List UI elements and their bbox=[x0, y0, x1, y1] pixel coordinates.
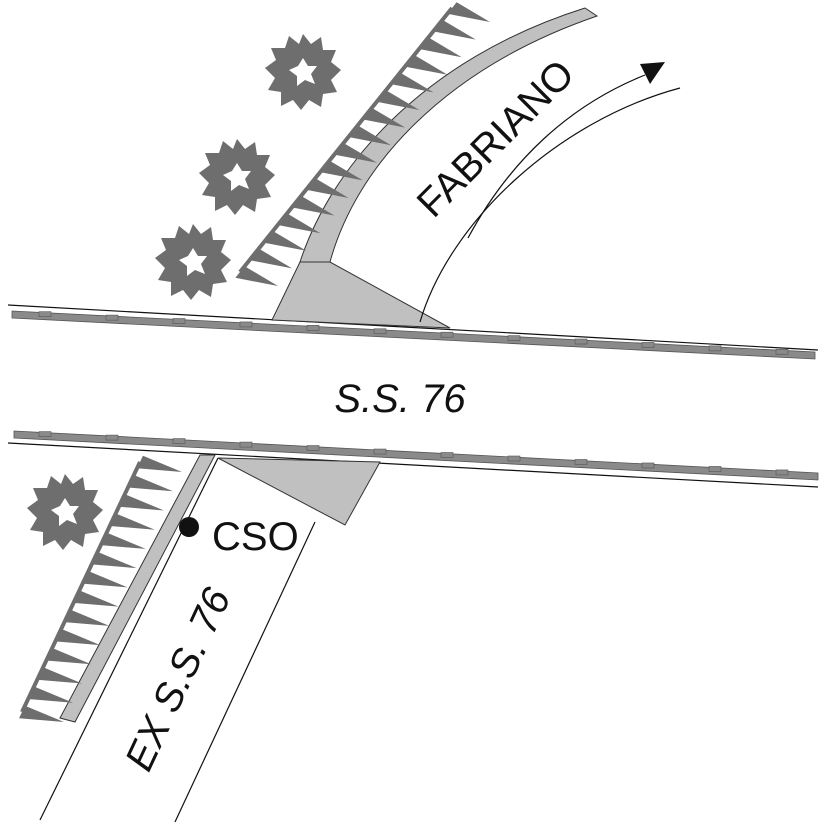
embankment-tick bbox=[37, 667, 83, 684]
embankment-tick bbox=[235, 266, 278, 286]
embankment-tick bbox=[362, 107, 406, 128]
guardrail-post bbox=[239, 321, 253, 328]
embankment-tick bbox=[73, 590, 119, 607]
guardrail-post bbox=[440, 452, 454, 458]
embankment-tick bbox=[109, 513, 155, 530]
embankment-tick bbox=[263, 231, 307, 251]
embankment-tick bbox=[28, 686, 74, 703]
embankment-tick bbox=[19, 705, 64, 722]
upper-guardrail bbox=[11, 310, 816, 360]
guardrail-post bbox=[574, 338, 588, 345]
guardrail-post bbox=[507, 335, 521, 341]
guardrail-post bbox=[708, 466, 722, 472]
main-road-label: S.S. 76 bbox=[334, 377, 466, 421]
tree-icon bbox=[155, 224, 231, 300]
embankment-tick bbox=[55, 628, 101, 646]
guardrail-post bbox=[306, 445, 320, 451]
embankment-tick bbox=[46, 648, 92, 665]
guardrail-post bbox=[775, 348, 789, 355]
guardrail-post bbox=[775, 469, 789, 476]
embankment-lower bbox=[19, 455, 182, 722]
guardrail-post bbox=[239, 441, 253, 448]
guardrail-post bbox=[708, 345, 722, 352]
tree-icon bbox=[27, 474, 103, 550]
guardrail-post bbox=[574, 459, 588, 465]
embankment-tick bbox=[91, 551, 137, 569]
direction-arrow-line bbox=[467, 74, 646, 239]
embankment-tick bbox=[137, 455, 182, 472]
guardrail-post bbox=[373, 328, 387, 335]
embankment-tick bbox=[419, 37, 462, 58]
guardrail-post bbox=[105, 314, 119, 321]
embankment-tick bbox=[82, 571, 128, 588]
embankment-tick bbox=[118, 494, 164, 511]
main-road: S.S. 76 bbox=[7, 304, 819, 488]
old-road-label: EX S.S. 76 bbox=[117, 581, 240, 778]
embankment-tick bbox=[291, 195, 335, 216]
guardrail-post bbox=[172, 438, 186, 444]
embankment-tick bbox=[376, 90, 420, 110]
guardrail-post bbox=[440, 331, 454, 338]
cso-label: CSO bbox=[212, 515, 299, 559]
embankment-tick bbox=[306, 178, 349, 198]
embankment-tick bbox=[249, 248, 293, 269]
guardrail-post bbox=[507, 455, 521, 462]
embankment-tick bbox=[64, 609, 110, 626]
guardrail-post bbox=[373, 448, 387, 455]
embankment-upper bbox=[235, 2, 490, 286]
embankment-tick bbox=[404, 55, 448, 75]
guardrail-post bbox=[38, 311, 52, 317]
embankment-tick bbox=[447, 2, 490, 22]
embankment-tick bbox=[348, 125, 392, 146]
guardrail-post bbox=[38, 431, 52, 437]
guardrail-post bbox=[641, 342, 655, 348]
embankment-tick bbox=[320, 160, 363, 181]
arrow-head-icon bbox=[640, 62, 665, 84]
embankment-tick bbox=[334, 143, 377, 163]
tree-icon bbox=[265, 34, 341, 110]
guardrail-post bbox=[105, 434, 119, 441]
lower-guardrail bbox=[13, 430, 819, 481]
cso-point-icon bbox=[179, 517, 199, 537]
guardrail-post bbox=[641, 462, 655, 469]
embankment-tick bbox=[100, 532, 146, 549]
tree-icon bbox=[199, 139, 275, 215]
embankment-tick bbox=[277, 213, 321, 234]
guardrail-post bbox=[172, 318, 186, 324]
embankment-tick bbox=[127, 474, 173, 492]
embankment-tick bbox=[433, 19, 476, 40]
fabriano-label: FABRIANO bbox=[409, 52, 583, 226]
guardrail-post bbox=[306, 325, 320, 331]
embankment-tick bbox=[390, 72, 434, 93]
